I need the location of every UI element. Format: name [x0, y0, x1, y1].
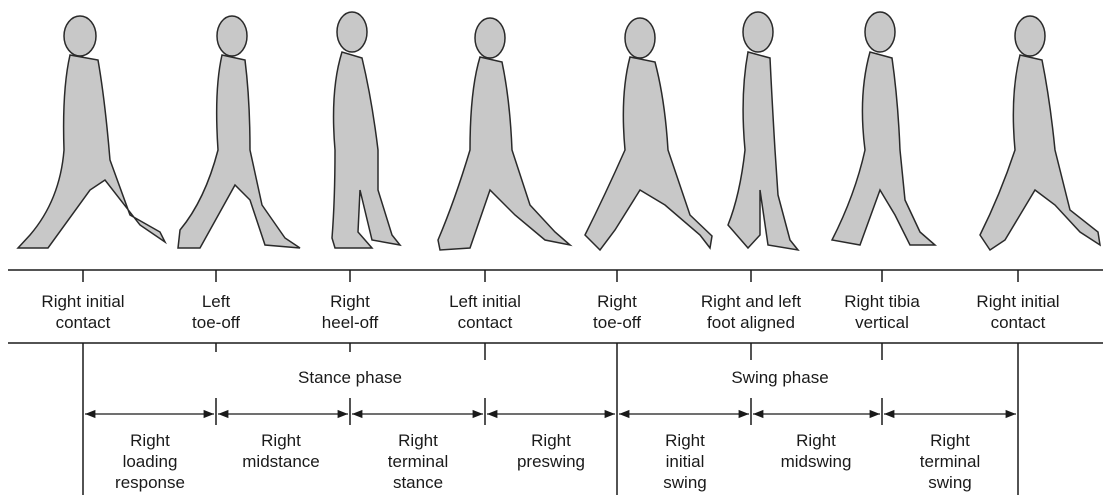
walking-figure-1	[18, 16, 165, 248]
phase-divider-lines	[83, 343, 1018, 495]
event-label-line2: toe-off	[593, 312, 641, 333]
stance-phase-label: Stance phase	[298, 368, 402, 388]
walking-figure-6	[728, 12, 798, 250]
walking-figure-3	[332, 12, 400, 248]
walking-figure-5	[585, 18, 712, 250]
walking-figure-2	[178, 16, 300, 248]
subphase-line3: swing	[663, 472, 706, 493]
event-label-right-heel-off: Right heel-off	[322, 291, 378, 333]
event-label-line2: contact	[41, 312, 124, 333]
subphase-line2: initial	[663, 451, 706, 472]
subphase-line1: Right	[517, 430, 585, 451]
event-label-line2: contact	[976, 312, 1059, 333]
subphase-line3: swing	[920, 472, 980, 493]
event-label-line2: heel-off	[322, 312, 378, 333]
walking-figure-7	[832, 12, 935, 245]
subphase-label-terminal-swing: Right terminal swing	[920, 430, 980, 493]
subphase-line1: Right	[388, 430, 448, 451]
subphase-line1: Right	[920, 430, 980, 451]
subphase-line1: Right	[242, 430, 319, 451]
subphase-line2: loading	[115, 451, 185, 472]
event-label-line2: vertical	[844, 312, 920, 333]
subphase-label-terminal-stance: Right terminal stance	[388, 430, 448, 493]
event-label-line1: Right tibia	[844, 291, 920, 312]
event-ticks	[83, 270, 1018, 282]
event-label-right-toe-off: Right toe-off	[593, 291, 641, 333]
subphase-line1: Right	[781, 430, 852, 451]
subphase-line2: terminal	[388, 451, 448, 472]
swing-phase-label: Swing phase	[731, 368, 828, 388]
subphase-line2: midstance	[242, 451, 319, 472]
event-label-line1: Right initial	[976, 291, 1059, 312]
event-label-left-toe-off: Left toe-off	[192, 291, 240, 333]
subphase-label-midswing: Right midswing	[781, 430, 852, 472]
walking-figure-8	[980, 16, 1100, 250]
subphase-line3: stance	[388, 472, 448, 493]
event-label-left-initial-contact: Left initial contact	[449, 291, 521, 333]
subphase-label-preswing: Right preswing	[517, 430, 585, 472]
subphase-line3: response	[115, 472, 185, 493]
subphase-label-midstance: Right midstance	[242, 430, 319, 472]
event-label-feet-aligned: Right and left foot aligned	[701, 291, 801, 333]
event-label-right-initial-contact: Right initial contact	[41, 291, 124, 333]
event-label-line1: Left	[192, 291, 240, 312]
event-label-line1: Right	[322, 291, 378, 312]
subphase-label-loading-response: Right loading response	[115, 430, 185, 493]
event-label-tibia-vertical: Right tibia vertical	[844, 291, 920, 333]
event-label-line2: foot aligned	[701, 312, 801, 333]
event-label-line1: Left initial	[449, 291, 521, 312]
walking-figure-4	[438, 18, 570, 250]
event-label-line1: Right	[593, 291, 641, 312]
subphase-line2: midswing	[781, 451, 852, 472]
event-label-right-initial-contact-end: Right initial contact	[976, 291, 1059, 333]
subphase-label-initial-swing: Right initial swing	[663, 430, 706, 493]
subphase-line2: terminal	[920, 451, 980, 472]
event-label-line1: Right initial	[41, 291, 124, 312]
subphase-line1: Right	[115, 430, 185, 451]
event-label-line1: Right and left	[701, 291, 801, 312]
event-label-line2: contact	[449, 312, 521, 333]
event-label-line2: toe-off	[192, 312, 240, 333]
subphase-line1: Right	[663, 430, 706, 451]
subphase-line2: preswing	[517, 451, 585, 472]
